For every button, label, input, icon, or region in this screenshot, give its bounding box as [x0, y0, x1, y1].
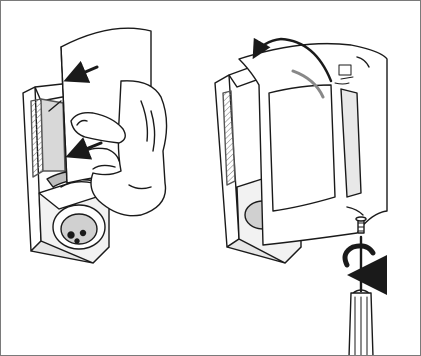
screwdriver-icon — [349, 237, 373, 355]
left-panel — [23, 28, 167, 263]
unscrew-arrow — [345, 246, 373, 275]
right-panel — [215, 39, 387, 355]
screw-icon — [356, 217, 366, 233]
